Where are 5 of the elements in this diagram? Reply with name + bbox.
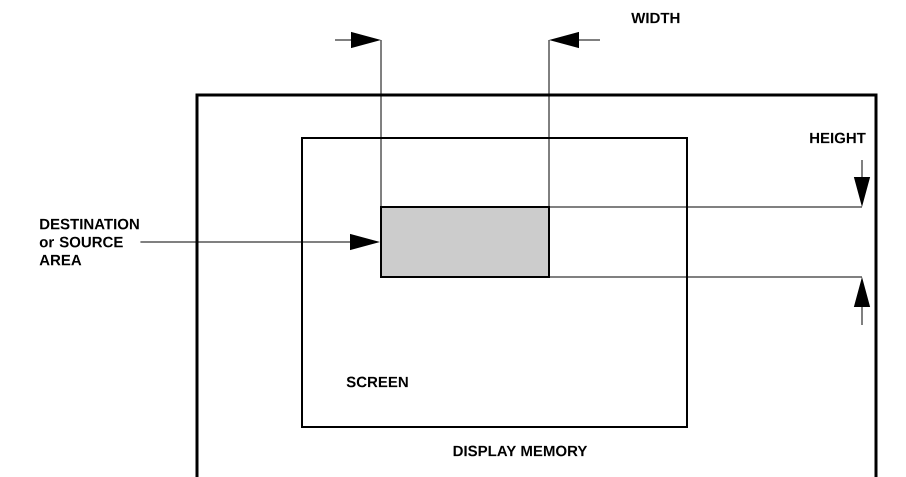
dimension-label: HEIGHT [810,132,866,144]
screen-box: SCREEN [301,137,688,428]
area-label: DESTINATION or SOURCE AREA [40,218,139,266]
dimension-label: WIDTH [631,12,680,24]
shaded-area [380,206,550,278]
